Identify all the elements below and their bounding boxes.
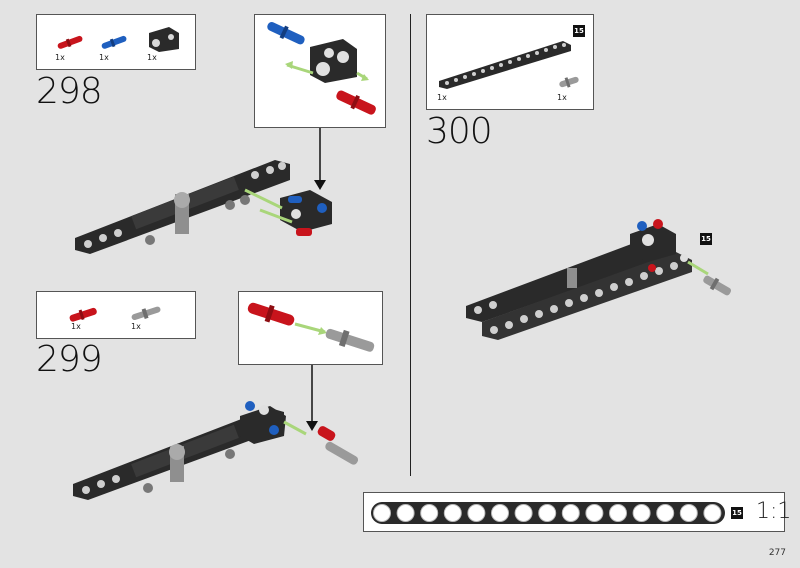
blue-pin-icon [101, 35, 127, 49]
assembly-299 [73, 401, 359, 500]
beam-icon [439, 41, 571, 89]
scale-label: 1:1 [756, 499, 792, 524]
scale-badge: 15 [731, 507, 743, 519]
assembly-298 [75, 160, 332, 254]
qty-label: 1x [557, 93, 567, 102]
qty-label: 1x [71, 322, 81, 331]
beam-scale-icon [371, 502, 725, 524]
qty-label: 1x [147, 53, 157, 62]
assembly-300 [466, 219, 732, 340]
callout-illustration [267, 21, 376, 115]
qty-label: 1x [437, 93, 447, 102]
assembly-badge: 15 [700, 233, 712, 245]
qty-label: 1x [99, 53, 109, 62]
step-number-298: 298 [36, 71, 103, 112]
arrow-down-icon [314, 128, 326, 190]
arrow-down-icon [306, 365, 318, 431]
red-pin-icon [57, 35, 83, 49]
parts-list-299: 1x 1x [36, 291, 196, 339]
parts-list-298: 1x 1x 1x [36, 14, 196, 70]
qty-label: 1x [55, 53, 65, 62]
black-connector-icon [149, 27, 179, 52]
beam-length-badge: 15 [573, 25, 585, 37]
grey-axle-pin-icon [131, 306, 161, 321]
step-number-299: 299 [36, 339, 103, 380]
callout-299 [238, 291, 383, 365]
red-pin-icon [69, 307, 97, 322]
callout-illustration [247, 302, 375, 352]
column-divider [410, 14, 411, 476]
page-number: 277 [768, 548, 786, 558]
qty-label: 1x [131, 322, 141, 331]
step-number-300: 300 [426, 111, 493, 152]
parts-list-300: 15 1x 1x [426, 14, 594, 110]
callout-298 [254, 14, 386, 128]
grey-axle-pin-icon [559, 76, 579, 88]
scale-box: 15 1:1 [363, 492, 791, 532]
